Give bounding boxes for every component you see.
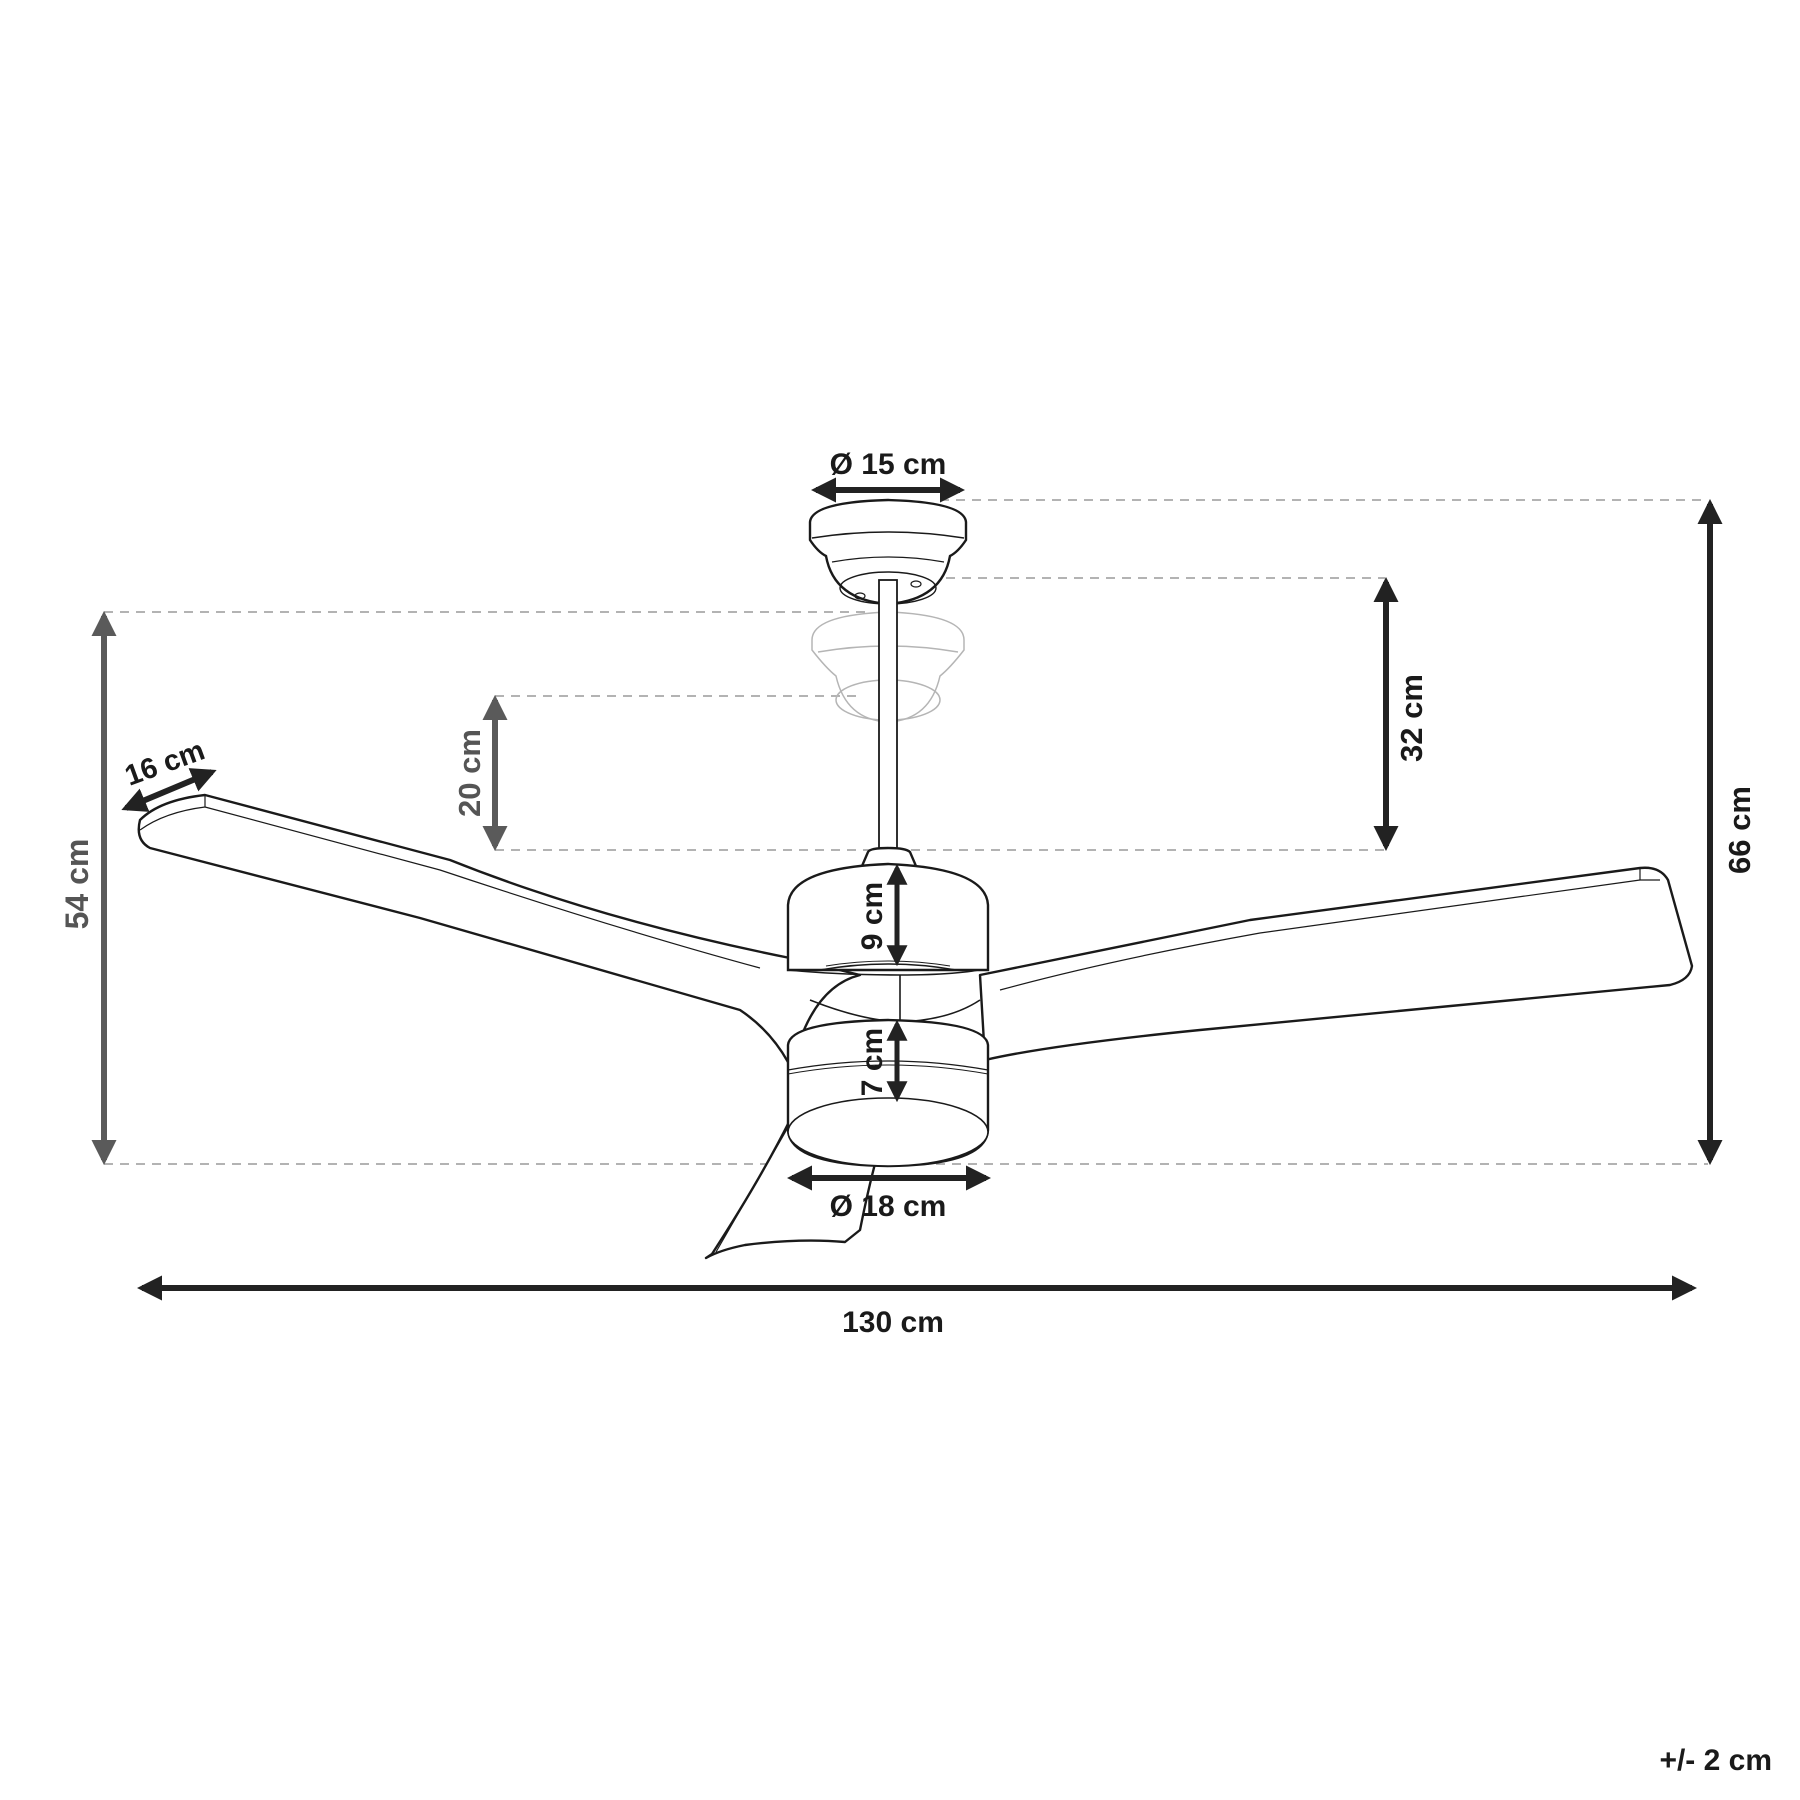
blade-width-label: 16 cm <box>121 734 209 792</box>
light-diameter-label: Ø 18 cm <box>830 1190 947 1223</box>
downrod-long-label: 32 cm <box>1394 674 1429 762</box>
downrod-short-label-text: 20 cm <box>452 729 487 817</box>
canopy-diameter-label: Ø 15 cm <box>830 448 947 481</box>
overall-width-label: 130 cm <box>842 1306 944 1339</box>
blade-width-arrow <box>121 768 217 812</box>
downrod <box>878 579 898 853</box>
overall-height-short-label: 54 cm <box>59 839 95 930</box>
overall-height-long-label: 66 cm <box>1722 786 1757 874</box>
motor-height-label: 9 cm <box>856 882 889 950</box>
tolerance-note: +/- 2 cm <box>1659 1744 1772 1777</box>
light-height-label: 7 cm <box>856 1028 889 1096</box>
dimension-arrows <box>91 477 1723 1301</box>
